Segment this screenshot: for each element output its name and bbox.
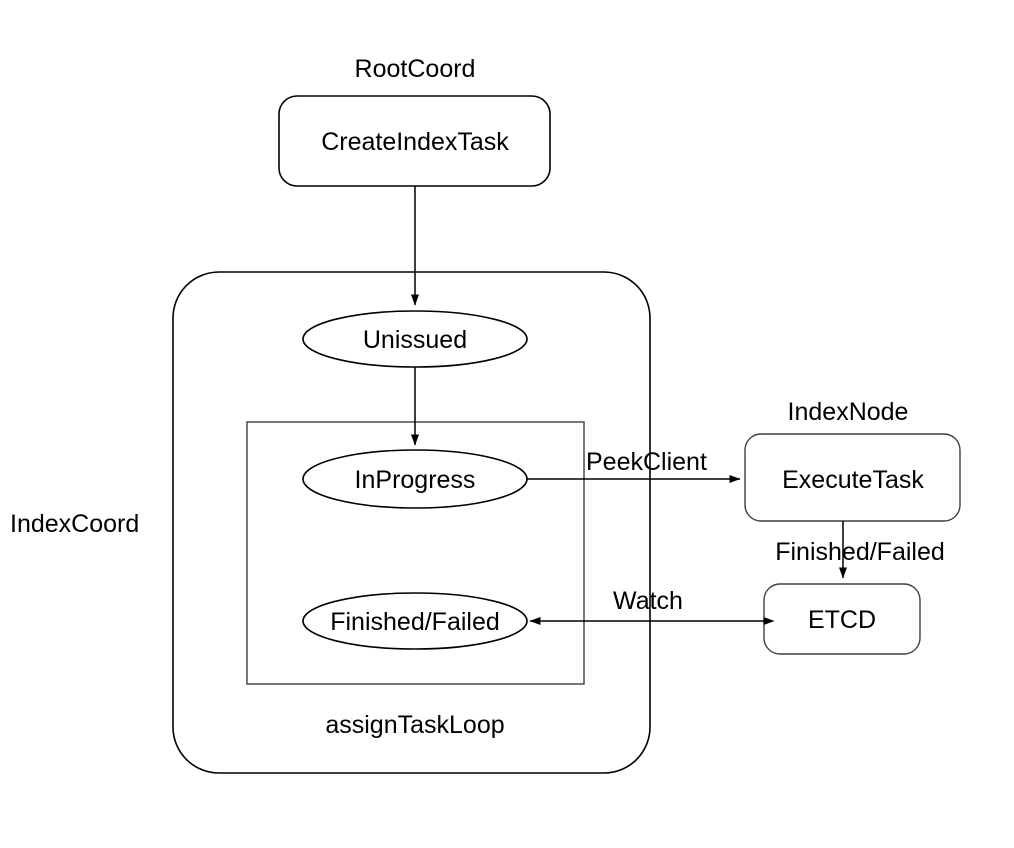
group-indexnode-label: IndexNode — [788, 398, 909, 426]
edge-label-finished-failed: Finished/Failed — [775, 538, 945, 566]
node-finished-failed[interactable] — [302, 592, 528, 650]
node-unissued-label: Unissued — [363, 326, 467, 354]
group-rootcoord-label: RootCoord — [355, 55, 476, 83]
node-etcd-label: ETCD — [808, 606, 876, 634]
node-finished-failed-label: Finished/Failed — [330, 608, 500, 636]
edge-label-watch: Watch — [613, 587, 683, 615]
node-inprogress-label: InProgress — [355, 466, 476, 494]
edge-label-peekclient: PeekClient — [586, 448, 707, 476]
group-assigntaskloop-label: assignTaskLoop — [325, 711, 504, 739]
group-indexcoord-container — [172, 271, 651, 774]
node-executetask-label: ExecuteTask — [782, 466, 924, 494]
node-executetask[interactable] — [744, 433, 961, 522]
group-indexcoord-label: IndexCoord — [10, 510, 139, 538]
node-createindextask-label: CreateIndexTask — [321, 128, 509, 156]
